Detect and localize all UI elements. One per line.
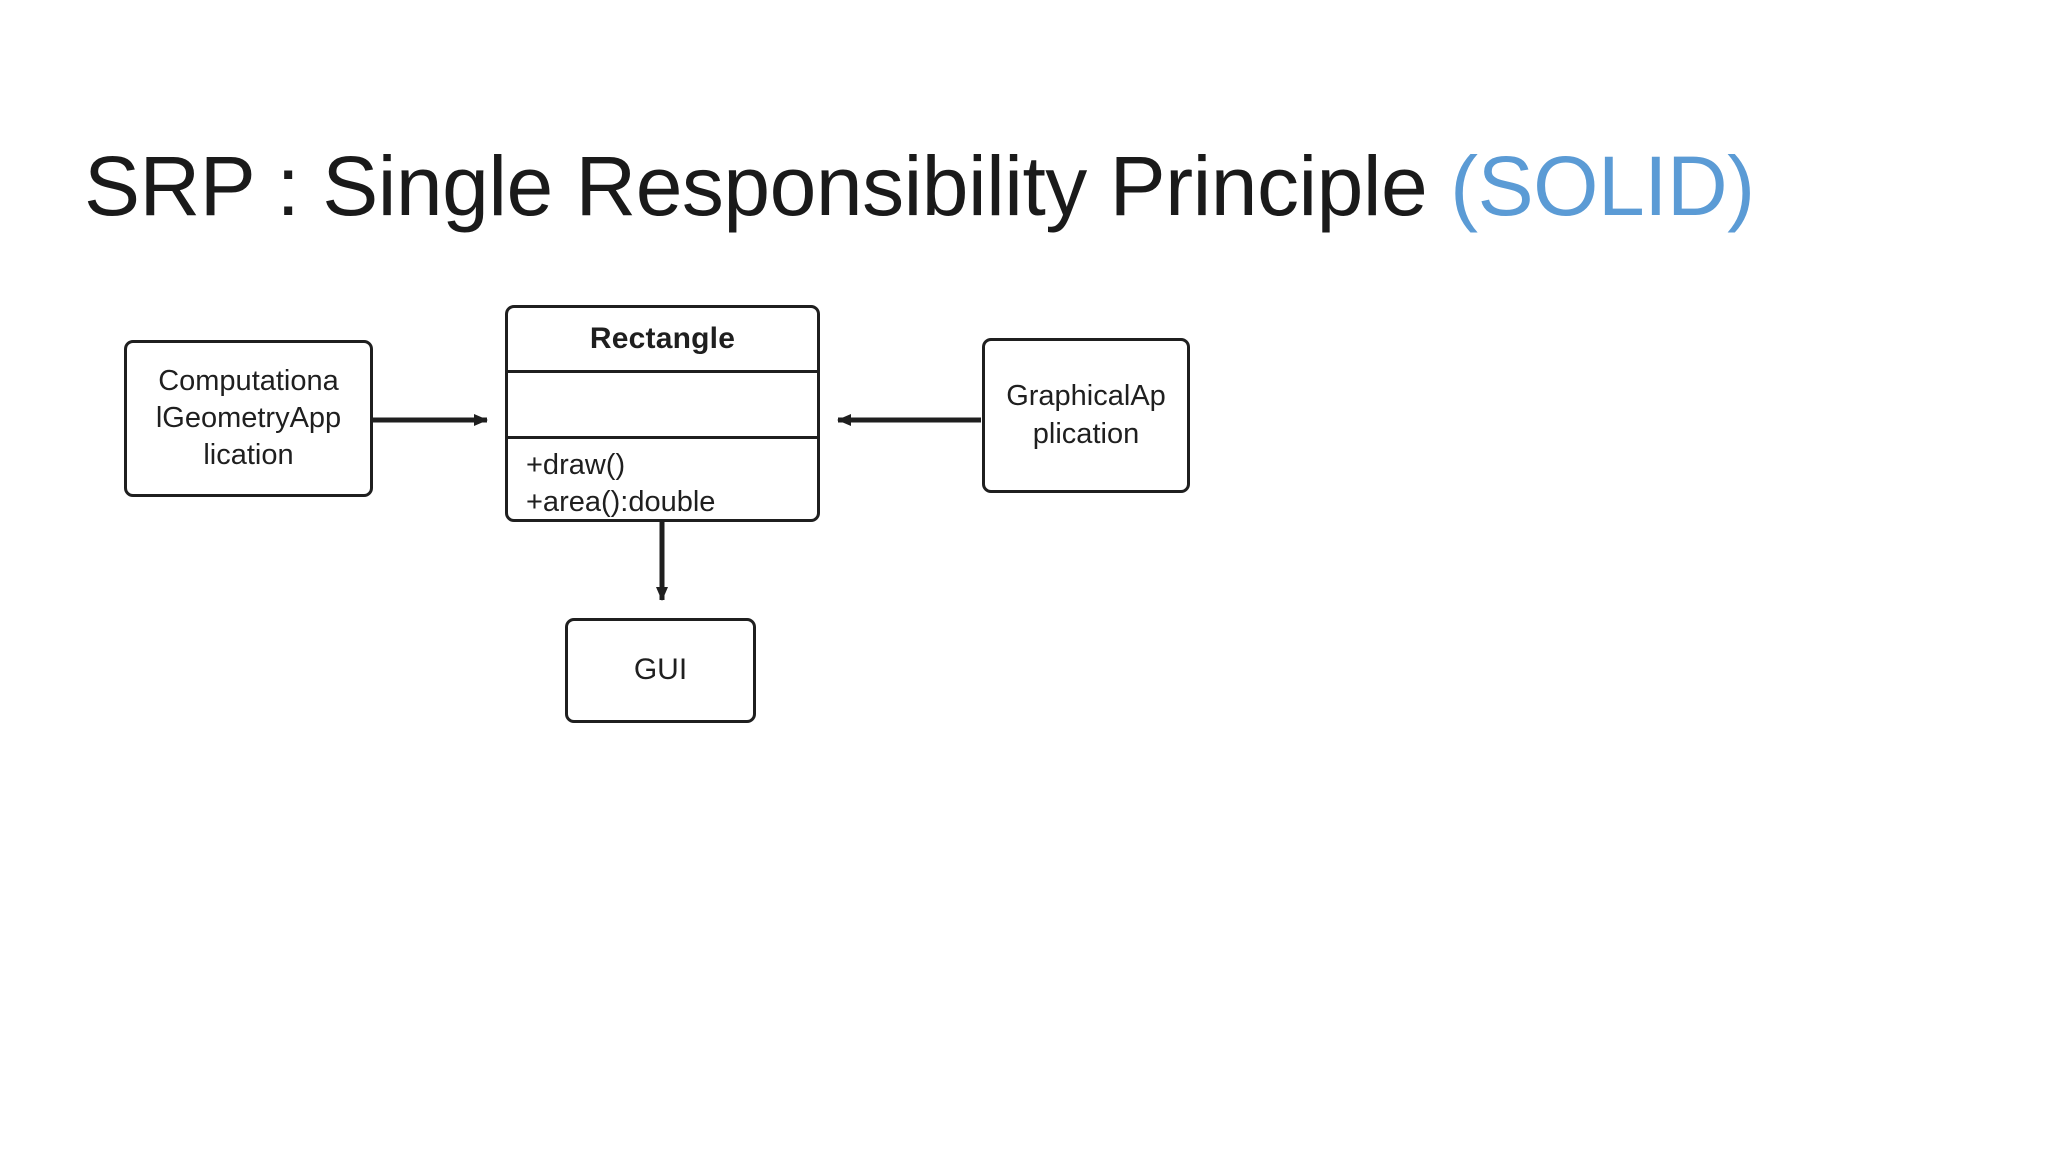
class-operations-compartment: +draw() +area():double: [508, 439, 817, 519]
diagram-node-graphical-application[interactable]: GraphicalAp plication: [982, 338, 1190, 493]
operation-area: +area():double: [526, 485, 716, 518]
class-attributes-compartment: [508, 373, 817, 440]
diagram-node-gui[interactable]: GUI: [565, 618, 756, 723]
page-title: SRP : Single Responsibility Principle (S…: [84, 144, 1984, 228]
node-label: GraphicalAp plication: [1006, 380, 1166, 450]
diagram-node-rectangle-class[interactable]: Rectangle +draw() +area():double: [505, 305, 820, 522]
page-title-main: SRP : Single Responsibility Principle: [84, 139, 1451, 234]
page-title-accent: (SOLID): [1450, 139, 1755, 234]
diagram-node-computational-geometry-application[interactable]: Computationa lGeometryApp lication: [124, 340, 373, 497]
node-label: Computationa lGeometryApp lication: [155, 364, 342, 472]
operation-draw: +draw(): [526, 449, 626, 482]
class-name-label: Rectangle: [589, 321, 736, 355]
node-label: GUI: [633, 653, 688, 687]
class-name-compartment: Rectangle: [508, 308, 817, 373]
